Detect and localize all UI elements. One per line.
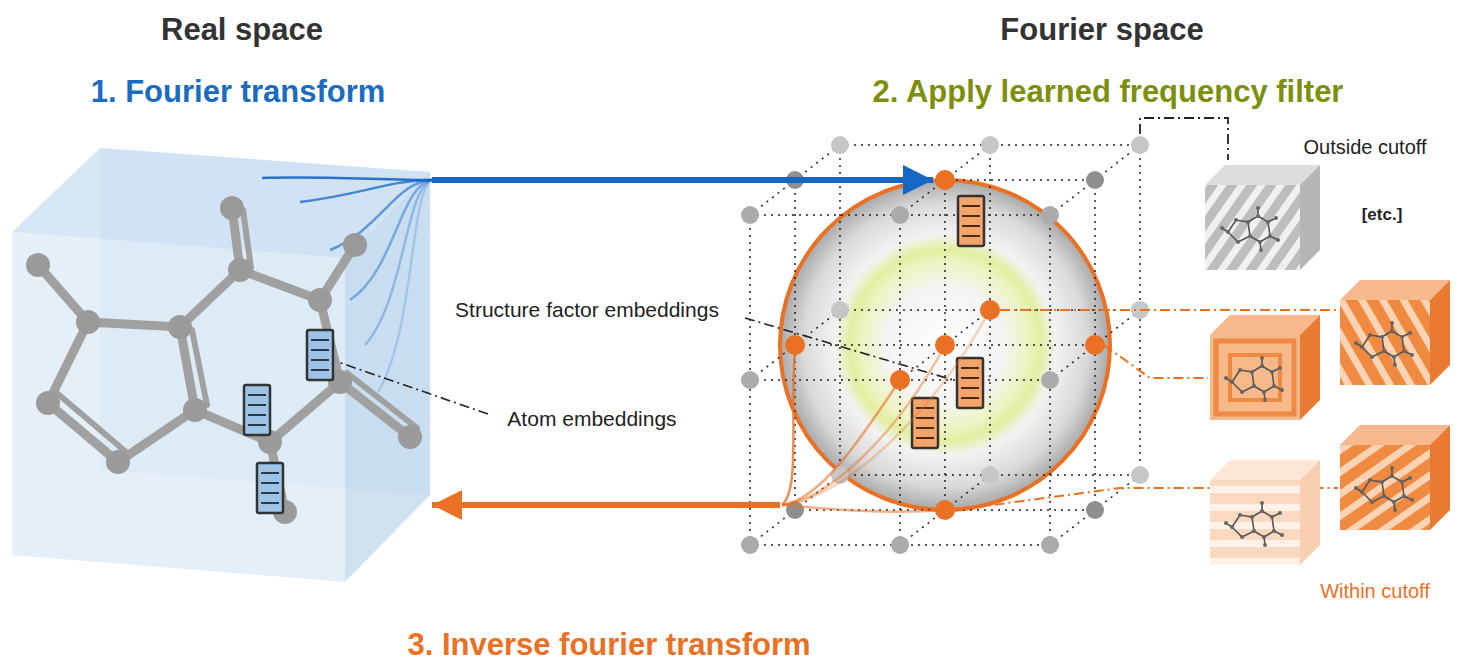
atoms [183,398,207,422]
atoms [26,196,422,524]
atoms [26,253,50,277]
lattice-points-outside [741,536,759,554]
outside-cutoff-cube [1205,165,1320,185]
lattice-points-outside [1041,206,1059,224]
fourier-space-sphere: Fourier space [780,180,1110,510]
cutoff-label: Outside cutoff [1303,136,1426,159]
lattice-points-outside [981,466,999,484]
inverse-fan [782,380,900,505]
within-cutoff-cube [1300,315,1320,420]
inverse-fan [782,345,795,505]
within-cutoff-cube [1340,425,1450,530]
callout-label: Atom embeddings [507,407,676,431]
lattice-points-outside [891,206,909,224]
cutoff-leaders [1000,309,1338,311]
within-cutoff-cube [1224,501,1284,547]
lattice-points-outside [831,301,849,319]
cutoff-leaders [1104,345,1208,378]
within-cutoff-cube [1340,300,1430,385]
reciprocal-lattice [750,145,1140,545]
atoms [168,315,192,339]
within-cutoff-cube [1340,445,1430,530]
outside-cutoff-cube [1220,206,1280,252]
lattice-points-outside [1086,171,1104,189]
step-title: 1. Fourier transform [91,74,386,110]
lattice-points-outside [1131,136,1149,154]
lattice-points-outside [1041,536,1059,554]
outside-cutoff-cube [1205,185,1300,270]
cutoff-label: Within cutoff [1320,580,1430,603]
molecule [38,208,417,512]
leader-line [745,318,953,380]
structure-factor-embedding [957,358,983,408]
panel-heading: Real space [161,12,323,48]
leader-line [338,362,488,414]
atoms [308,288,332,312]
etc-label: [etc.] [1362,205,1403,225]
lattice-points-outside [741,206,1059,554]
transform-arrow [432,177,933,183]
inverse-fan [782,345,945,505]
within-cutoff-cube [1354,321,1414,367]
transform-fan [262,177,432,180]
within-cutoff-cube [1224,356,1284,402]
structure-factor-embedding [958,196,984,246]
lattice-points-within [1085,335,1105,355]
atom-embedding [307,330,333,380]
callout-label: Structure factor embeddings [455,298,719,322]
within-cutoff-cube [1210,460,1320,565]
real-space-cube [12,148,430,582]
within-cutoff-cube [1216,341,1294,414]
lattice-points-within [935,170,955,190]
step-title: 2. Apply learned frequency filter [873,74,1344,110]
transform-arrow [432,502,780,508]
transform-fan [365,180,432,345]
transform-fan [378,180,432,392]
lattice-points-outside [981,136,999,154]
lattice-points-outside [1131,466,1149,484]
lattice-points-outside [891,536,909,554]
outside-cutoff-cube [1300,165,1320,270]
lattice-points-outside [741,371,759,389]
outside-cutoff-cube [1205,165,1320,270]
within-cutoff-cube [1210,315,1320,420]
lattice-points-outside [1041,371,1059,389]
atom-embedding [244,385,270,435]
within-cutoff-cube [1210,335,1300,420]
panel-heading: Fourier space [1000,12,1203,48]
inverse-fan [782,505,945,512]
lattice-points-outside [741,206,759,224]
atoms [106,450,130,474]
inverse-fan [782,310,990,512]
atoms [343,233,367,257]
within-cutoff-cube [1340,280,1450,385]
within-cutoff-cube [1210,480,1300,565]
atoms [36,391,60,415]
atoms [220,196,244,220]
lattice-points-outside [831,136,849,154]
leader-line [1140,118,1228,160]
atom-embedding [257,463,283,513]
atoms [76,310,100,334]
inverse-fan [782,310,990,505]
step-title: 3. Inverse fourier transform [407,627,810,663]
real-space-cube [12,232,345,582]
within-cutoff-cube [1430,280,1450,385]
within-cutoff-cube [1300,460,1320,565]
real-space-box: Real space [12,148,432,582]
molecule [58,210,417,452]
lattice-points-outside [1086,501,1104,519]
within-cutoff-cube [1354,466,1414,512]
within-cutoff-cube [1430,425,1450,530]
atoms [398,425,422,449]
atoms [228,258,252,282]
molecule [38,208,410,512]
